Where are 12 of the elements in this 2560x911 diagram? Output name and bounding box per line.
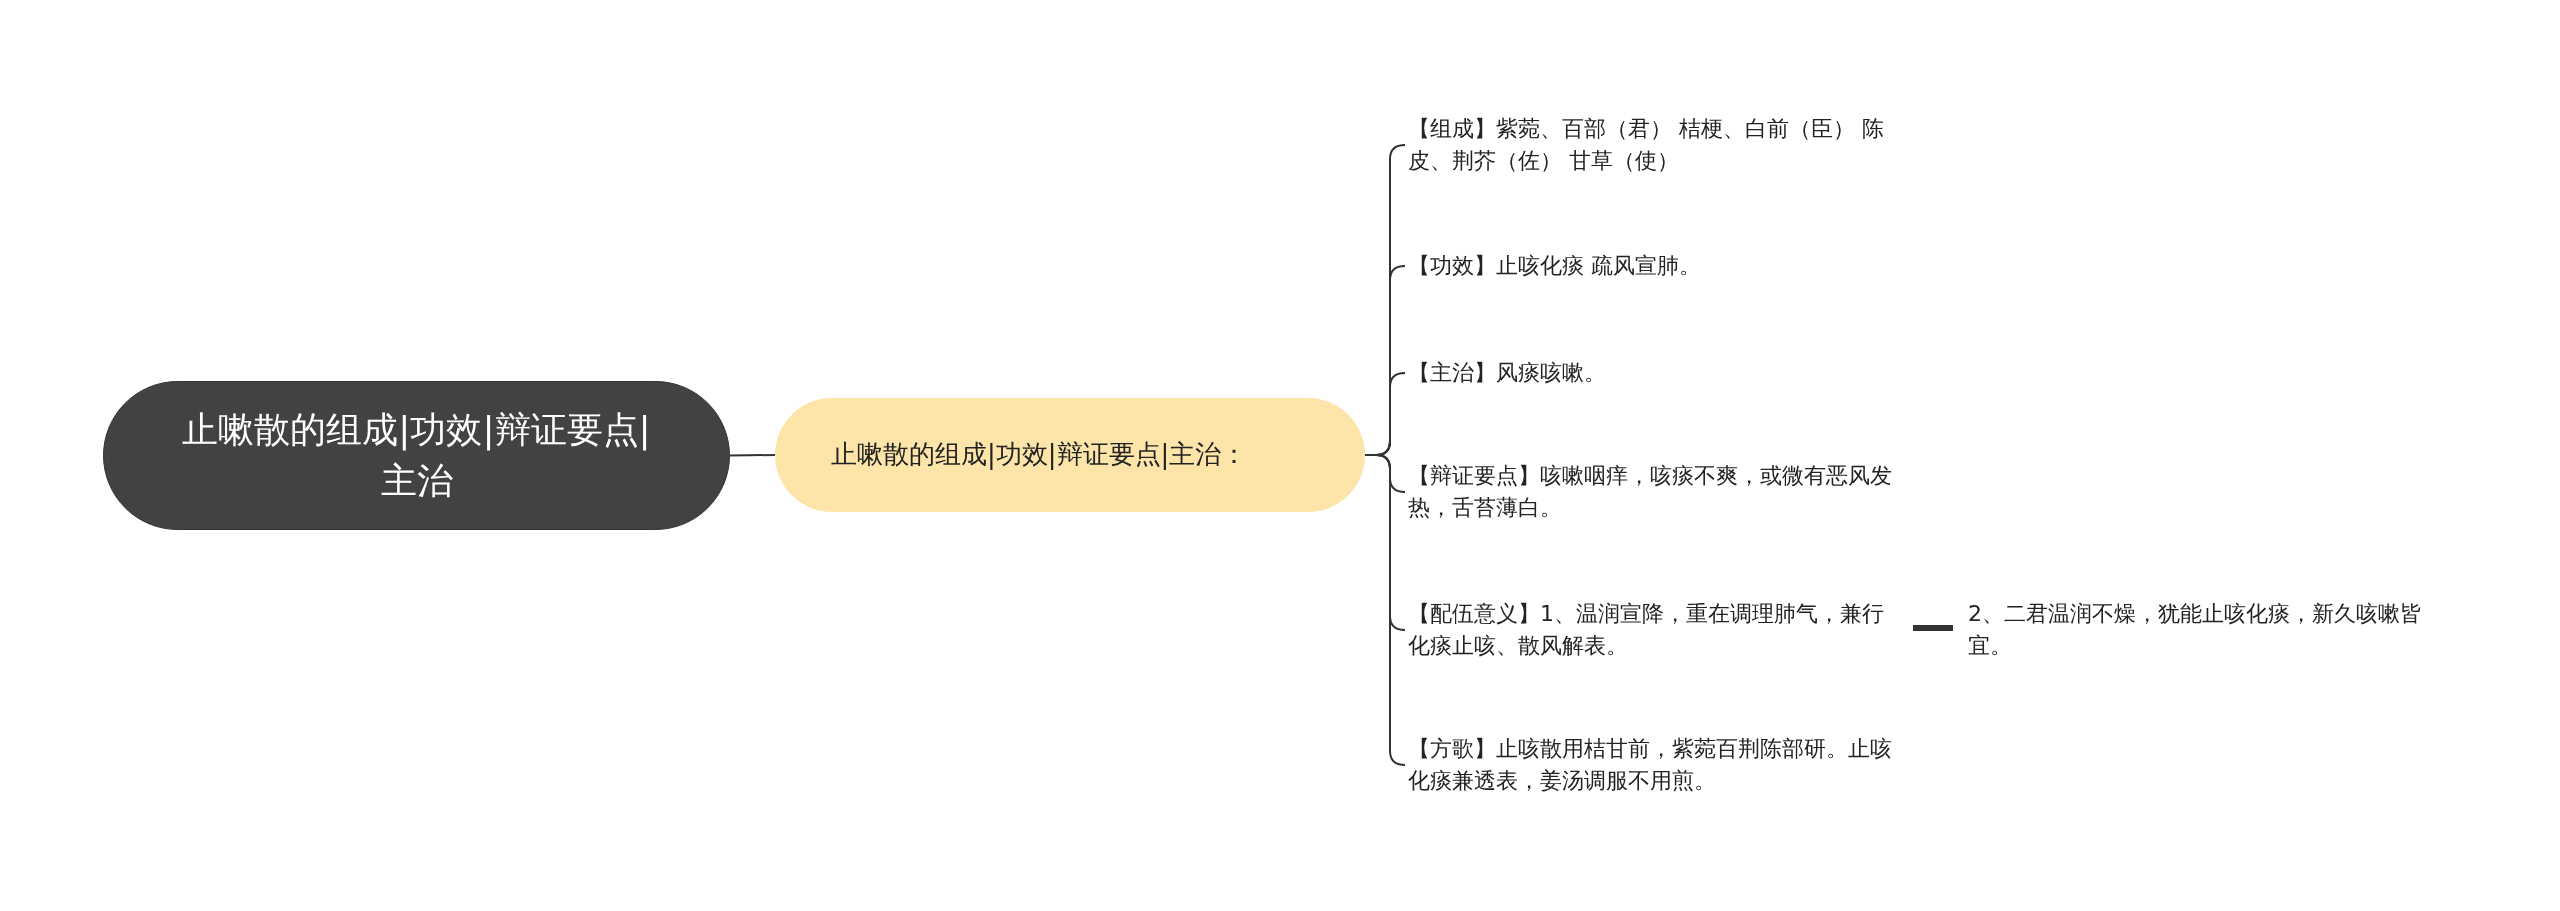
branch-text: 【功效】止咳化痰 疏风宣肺。: [1408, 250, 1898, 282]
branch-text: 【主治】风痰咳嗽。: [1408, 357, 1898, 389]
connector-line: [1913, 625, 1953, 631]
subtopic-pill: 止嗽散的组成|功效|辩证要点|主治：: [775, 398, 1365, 512]
branch-text: 【组成】紫菀、百部（君） 桔梗、白前（臣） 陈皮、荆芥（佐） 甘草（使）: [1408, 113, 1898, 177]
branch-text: 【辩证要点】咳嗽咽痒，咳痰不爽，或微有恶风发热，舌苔薄白。: [1408, 460, 1898, 524]
topic-pill: 止嗽散的组成|功效|辩证要点|主治: [103, 381, 730, 530]
branch-text: 2、二君温润不燥，犹能止咳化痰，新久咳嗽皆宜。: [1968, 598, 2438, 662]
connector-line: [729, 454, 776, 457]
connector-line: [1364, 454, 1406, 766]
branch-text: 【配伍意义】1、温润宣降，重在调理肺气，兼行化痰止咳、散风解表。: [1408, 598, 1898, 662]
branch-text: 【方歌】止咳散用桔甘前，紫菀百荆陈部研。止咳化痰兼透表，姜汤调服不用煎。: [1408, 733, 1898, 797]
